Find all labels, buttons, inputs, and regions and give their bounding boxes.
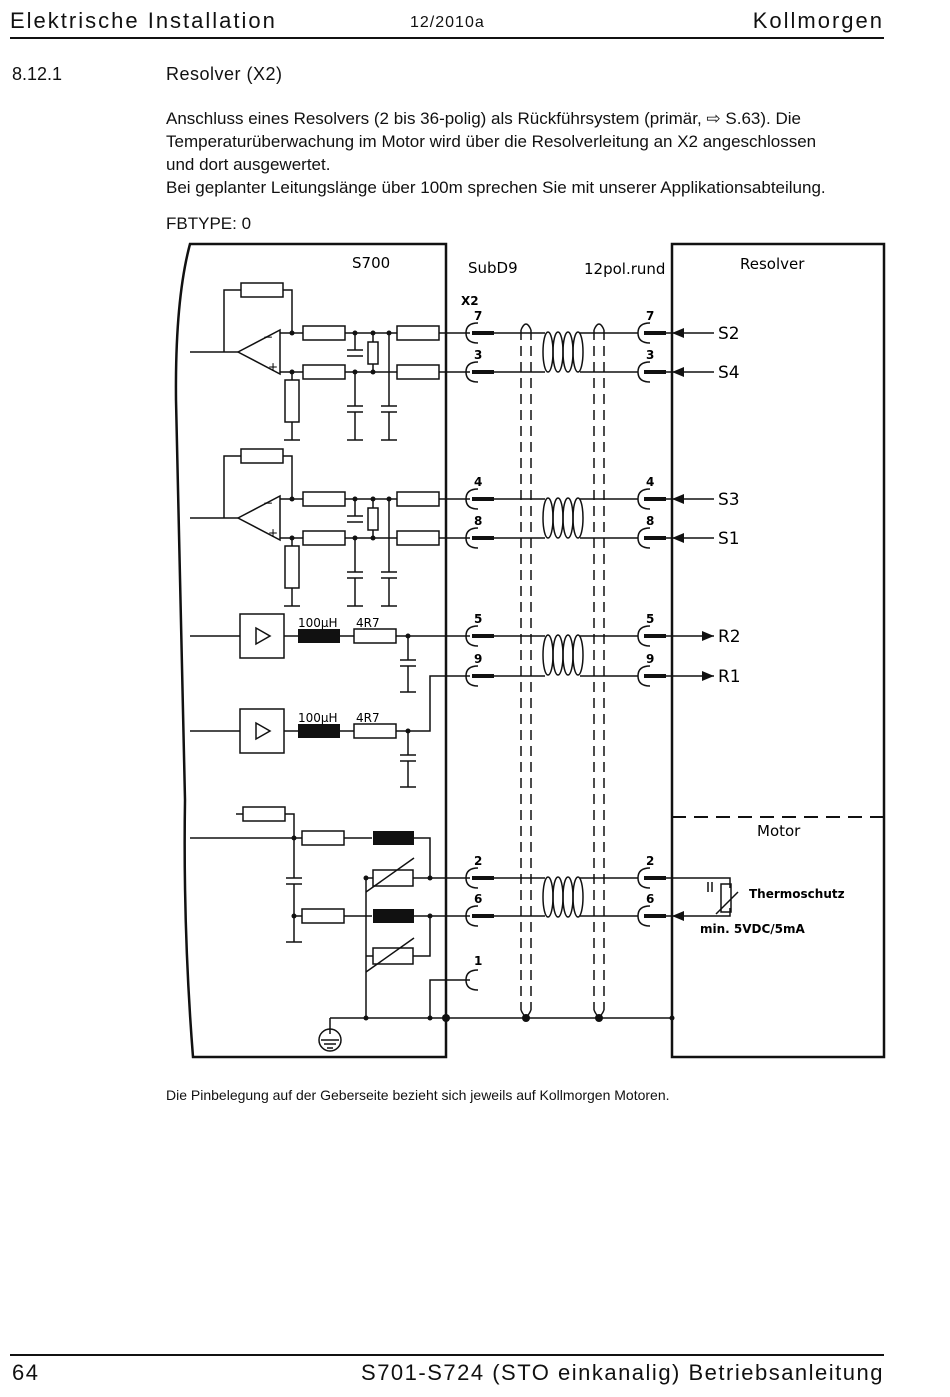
body-line-3: und dort ausgewertet. <box>166 155 331 174</box>
pin-4-resolver: 4 <box>646 475 654 489</box>
header-brand: Kollmorgen <box>752 8 884 33</box>
pin-8-resolver: 8 <box>646 514 654 528</box>
cable-label: 12pol.rund <box>584 260 665 278</box>
inductor-label-1: 100µH <box>298 616 338 630</box>
footer-title: S701-S724 (STO einkanalig) Betriebsanlei… <box>361 1360 884 1385</box>
section-title: Resolver (X2) <box>166 64 283 84</box>
resistor-label-1: 4R7 <box>356 616 380 630</box>
section-number: 8.12.1 <box>12 64 63 84</box>
pin-6-resolver: 6 <box>646 892 654 906</box>
body-line-1: Anschluss eines Resolvers (2 bis 36-poli… <box>166 109 801 128</box>
pin-6-subd: 6 <box>474 892 482 906</box>
pin-2-subd: 2 <box>474 854 482 868</box>
signal-s3: S3 <box>718 490 740 510</box>
signal-r1: R1 <box>718 667 741 687</box>
header-rule <box>10 37 884 39</box>
opamp-minus-1: − <box>263 330 273 344</box>
opamp-plus-1: + <box>268 360 278 374</box>
pin-7-resolver: 7 <box>646 309 654 323</box>
signal-s1: S1 <box>718 529 740 549</box>
pin-5-subd: 5 <box>474 612 482 626</box>
pin-4-subd: 4 <box>474 475 482 489</box>
pin-3-subd: 3 <box>474 348 482 362</box>
resistor-label-2: 4R7 <box>356 711 380 725</box>
pin-3-resolver: 3 <box>646 348 654 362</box>
inductor-label-2: 100µH <box>298 711 338 725</box>
pinout-note: Die Pinbelegung auf der Geberseite bezie… <box>166 1087 670 1103</box>
subd9-label: SubD9 <box>468 259 518 277</box>
header-date: 12/2010a <box>410 14 485 31</box>
thermo-label: Thermoschutz <box>749 887 845 901</box>
body-line-2: Temperaturüberwachung im Motor wird über… <box>166 132 817 151</box>
pin-5-resolver: 5 <box>646 612 654 626</box>
s700-label: S700 <box>352 254 390 272</box>
page-number: 64 <box>12 1360 40 1385</box>
pin-8-subd: 8 <box>474 514 482 528</box>
header-chapter: Elektrische Installation <box>10 8 277 33</box>
signal-s4: S4 <box>718 363 740 383</box>
pin-2-resolver: 2 <box>646 854 654 868</box>
resolver-label: Resolver <box>740 255 805 273</box>
fbtype-label: FBTYPE: 0 <box>166 214 252 233</box>
body-line-4: Bei geplanter Leitungslänge über 100m sp… <box>166 178 826 197</box>
pin-1-subd: 1 <box>474 954 482 968</box>
motor-label: Motor <box>757 822 801 840</box>
signal-r2: R2 <box>718 627 741 647</box>
opamp-plus-2: + <box>268 526 278 540</box>
x2-label: X2 <box>461 294 479 308</box>
pin-9-resolver: 9 <box>646 652 654 666</box>
thermo-spec-label: min. 5VDC/5mA <box>700 922 806 936</box>
pin-9-subd: 9 <box>474 652 482 666</box>
footer-rule <box>10 1354 884 1356</box>
signal-s2: S2 <box>718 324 740 344</box>
opamp-minus-2: − <box>263 496 273 510</box>
pin-7-subd: 7 <box>474 309 482 323</box>
